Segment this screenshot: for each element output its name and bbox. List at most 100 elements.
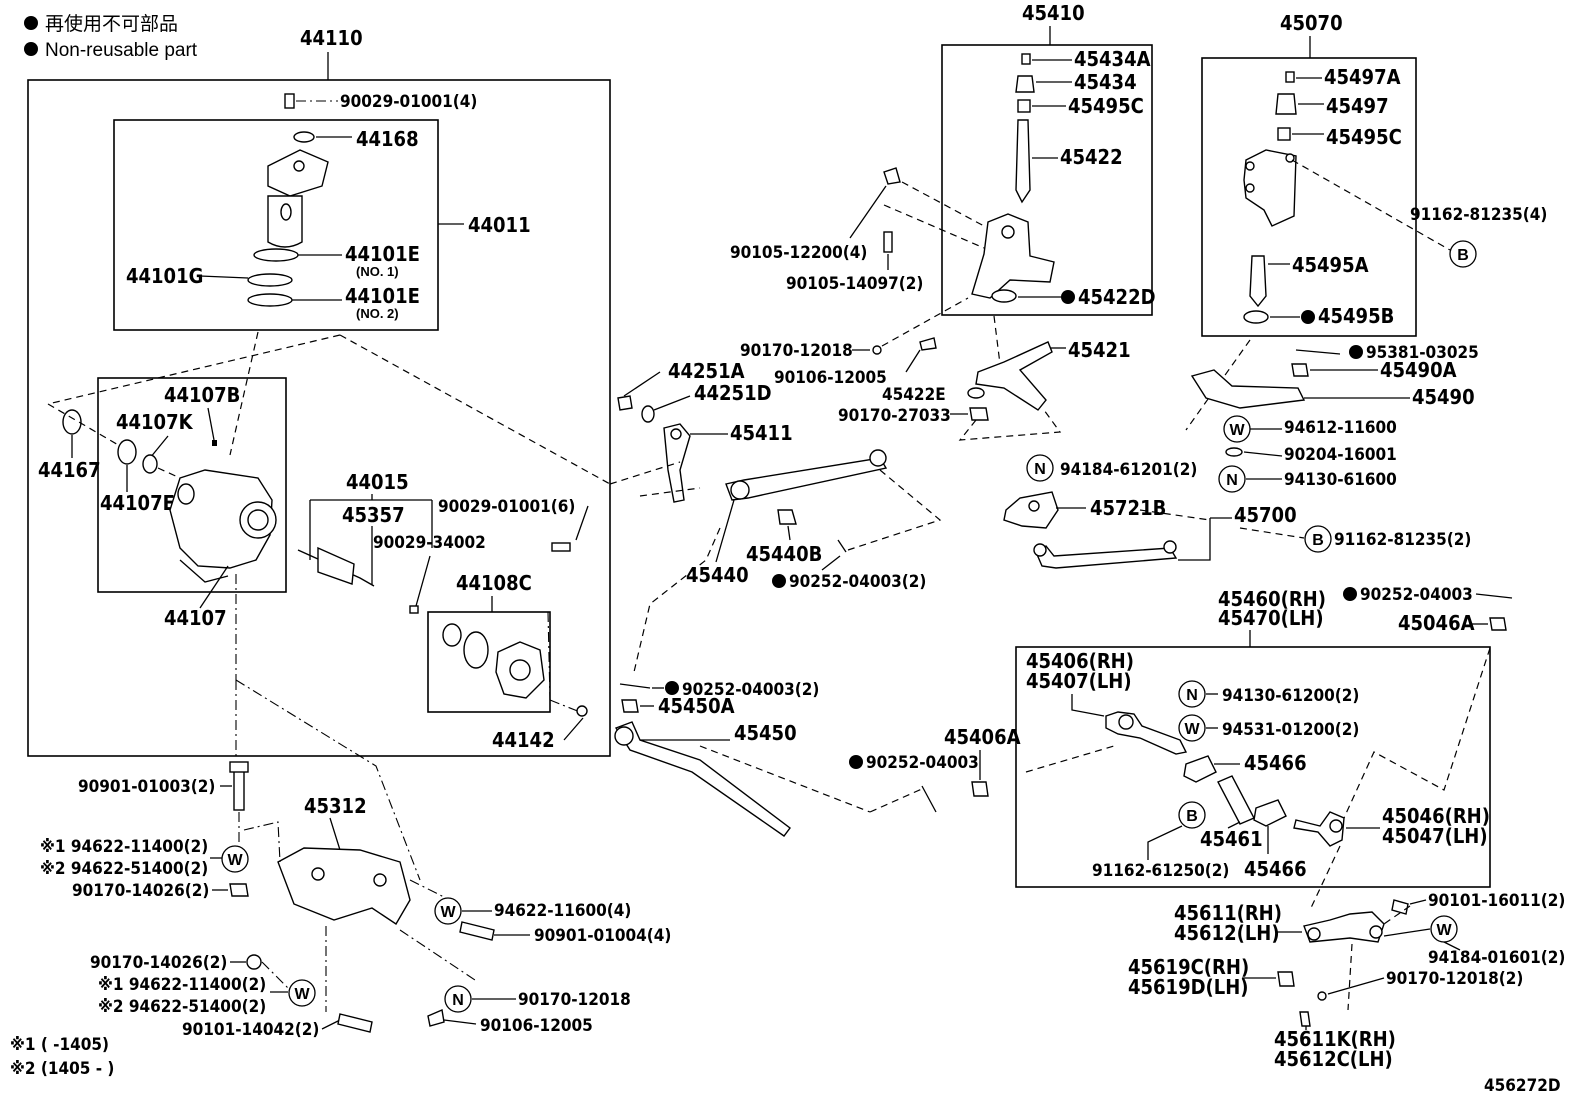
steering-gear-group: 44110 90029-01001(4) 44168 44011 44101E … xyxy=(27,26,611,881)
part-label: 90170-27033 xyxy=(838,406,951,426)
part-label: 45490A xyxy=(1380,358,1457,382)
washer-icon xyxy=(967,387,985,399)
part-label: 94184-01601(2) xyxy=(1428,948,1565,968)
shaft-icon xyxy=(1249,255,1267,308)
seal-icon xyxy=(117,439,137,465)
part-label: 90252-04003(2) xyxy=(789,572,926,592)
assembly-box-45410 xyxy=(941,44,1153,316)
bolt-icon xyxy=(427,1009,445,1027)
plug-icon xyxy=(1015,75,1035,93)
grease-fitting-icon xyxy=(1021,53,1031,65)
part-label: 45047(LH) xyxy=(1382,824,1488,848)
part-label: 45612C(LH) xyxy=(1274,1047,1393,1071)
part-label: 90101-14042(2) xyxy=(182,1020,319,1040)
tie-rod-icon xyxy=(614,721,791,837)
part-label: 90170-14026(2) xyxy=(72,881,209,901)
assembly-box-44107 xyxy=(97,377,287,593)
part-label: 45466 xyxy=(1244,857,1307,881)
part-label: 90252-04003 xyxy=(866,753,979,773)
washer-symbol: W xyxy=(1229,422,1245,439)
nut-icon xyxy=(1277,971,1295,987)
nut-symbol: N xyxy=(1186,687,1198,704)
part-label: 90106-12005 xyxy=(774,368,887,388)
relay-rod-icon xyxy=(725,457,888,501)
bolt-icon xyxy=(1391,899,1409,915)
part-label: 90029-01001(6) xyxy=(438,497,575,517)
part-label: 90029-01001(4) xyxy=(340,92,477,112)
clamp-icon xyxy=(1253,799,1287,827)
oil-seal-icon xyxy=(62,409,82,435)
part-label: 45422D xyxy=(1078,285,1156,309)
part-label: 90170-12018 xyxy=(740,341,853,361)
bracket-icon xyxy=(277,847,411,925)
part-label: 44101E xyxy=(345,284,420,308)
washer-w-icon xyxy=(1178,714,1206,742)
part-label: 44168 xyxy=(356,127,419,151)
steering-damper-icon xyxy=(1035,545,1178,569)
part-label: 45434A xyxy=(1074,47,1151,71)
non-reusable-dot-icon xyxy=(772,574,786,588)
cotter-pin-icon xyxy=(837,539,847,553)
part-label: 44251A xyxy=(668,359,745,383)
part-label: 44142 xyxy=(492,728,555,752)
idler-arm-group: 45410 45434A 45434 45495C 45422 45422D 9… xyxy=(730,1,1156,441)
bracket-icon xyxy=(1243,149,1297,227)
nut-icon xyxy=(971,781,989,797)
part-label: 90105-12200(4) xyxy=(730,243,867,263)
bolt-icon xyxy=(883,231,893,253)
nut-icon xyxy=(969,407,989,421)
pitman-arm-group: 44251A 44251D 45411 45440B 45440 90252-0… xyxy=(609,359,942,673)
part-label: 45422E xyxy=(882,385,946,405)
part-label: 44107K xyxy=(116,410,194,434)
bolt-b-icon xyxy=(1449,240,1477,268)
footnote-1: ※1 ( -1405) xyxy=(10,1035,109,1055)
bushing-icon xyxy=(991,289,1017,303)
seal-ring-icon xyxy=(247,273,293,287)
part-label: 45490 xyxy=(1412,385,1475,409)
gear-bracket-group: 90901-01003(2) 45312 ※1 94622-11400(2) ※… xyxy=(10,761,671,1079)
part-label: 45497A xyxy=(1324,65,1401,89)
part-label: 95381-03025 xyxy=(1366,343,1479,363)
part-label: 45046A xyxy=(1398,611,1475,635)
part-label: 44108C xyxy=(456,571,532,595)
part-label: 90170-12018(2) xyxy=(1386,969,1523,989)
nut-icon xyxy=(229,883,249,897)
tie-rod-end-icon xyxy=(1293,811,1345,847)
gear-housing-icon xyxy=(169,469,273,569)
non-reusable-dot-icon xyxy=(665,681,679,695)
nut-icon xyxy=(617,395,633,411)
part-label: 44011 xyxy=(468,213,531,237)
part-label: 44107 xyxy=(164,606,227,630)
washer-w-icon xyxy=(221,845,249,873)
o-ring-icon xyxy=(293,131,315,143)
assembly-box-45070 xyxy=(1201,57,1417,337)
nut-icon xyxy=(576,705,588,717)
part-label: 45611K(RH) xyxy=(1274,1027,1396,1051)
part-label: 90252-04003(2) xyxy=(682,680,819,700)
part-label: (NO. 2) xyxy=(356,306,399,321)
washer-icon xyxy=(1225,447,1243,457)
o-ring-icon xyxy=(463,631,489,669)
idler-bracket-icon xyxy=(971,213,1055,299)
pitman-arm-icon xyxy=(663,423,691,503)
part-label: 90170-12018 xyxy=(518,990,631,1010)
non-reusable-dot-icon xyxy=(1061,290,1075,304)
part-label: 45421 xyxy=(1068,338,1131,362)
bolt-icon xyxy=(337,1013,373,1033)
nut-icon xyxy=(1317,991,1327,1001)
nut-icon xyxy=(1291,363,1309,377)
cotter-pin-icon xyxy=(1295,349,1341,355)
legend-japanese: 再使用不可部品 xyxy=(45,13,178,35)
non-reusable-dot-icon xyxy=(24,16,38,30)
part-label: 94184-61201(2) xyxy=(1060,460,1197,480)
part-label: 45410 xyxy=(1022,1,1085,25)
bolt-symbol: B xyxy=(1312,532,1324,549)
part-label: 45450 xyxy=(734,721,797,745)
part-label: 44251D xyxy=(694,381,772,405)
part-label: 45495A xyxy=(1292,253,1369,277)
part-label: ※2 94622-51400(2) xyxy=(98,997,266,1017)
part-label: 44101G xyxy=(126,264,203,288)
bolt-icon xyxy=(284,93,295,109)
assembly-box-44011 xyxy=(113,119,439,331)
part-label: 45440 xyxy=(686,563,749,587)
